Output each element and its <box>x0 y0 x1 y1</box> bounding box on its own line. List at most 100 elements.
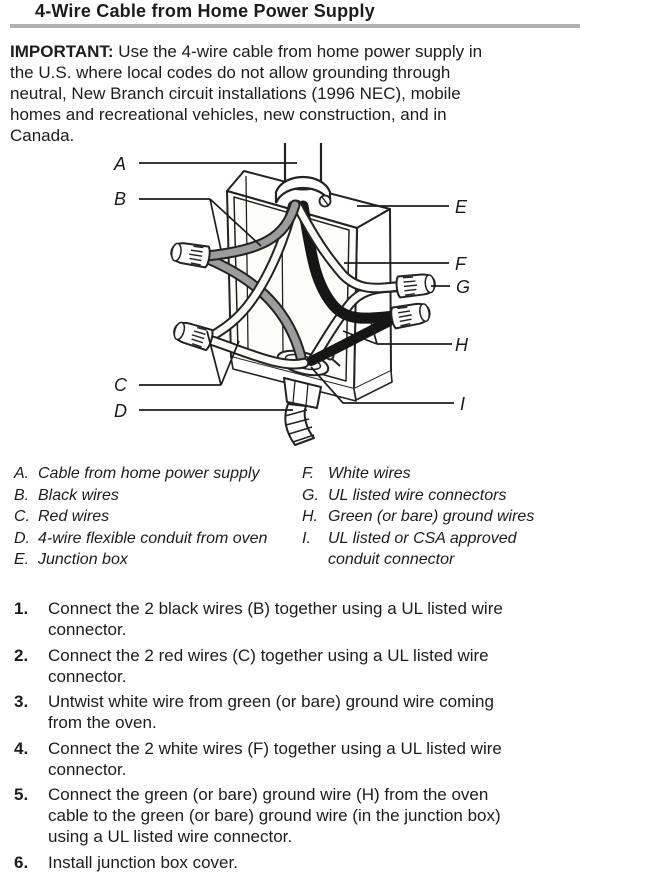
intro-line: homes and recreational vehicles, new con… <box>10 105 447 124</box>
legend-key: H. <box>302 508 318 525</box>
step-line: Install junction box cover. <box>48 852 238 872</box>
diagram-legend: A. Cable from home power supply B. Black… <box>14 463 642 571</box>
leader-i <box>310 366 454 404</box>
intro-line: neutral, New Branch circuit installation… <box>10 84 461 103</box>
legend-text: Junction box <box>38 549 302 571</box>
legend-item-f: F. White wires <box>302 463 642 485</box>
wire-nut-upper-left <box>170 242 211 269</box>
legend-text: Black wires <box>38 485 302 507</box>
step-number: 4. <box>14 738 29 758</box>
legend-text: UL listed or CSA approved conduit connec… <box>328 528 642 571</box>
step-text: Connect the 2 white wires (F) together u… <box>48 738 620 780</box>
conduit-ribs <box>284 409 315 443</box>
step-text: Untwist white wire from green (or bare) … <box>48 691 620 733</box>
step-text: Connect the 2 black wires (B) together u… <box>48 598 620 640</box>
legend-item-e: E. Junction box <box>14 549 302 571</box>
callout-leader-lines <box>139 162 454 411</box>
legend-text: UL listed wire connectors <box>328 485 642 507</box>
step-text: Install junction box cover. <box>48 852 620 873</box>
step-text: Connect the 2 red wires (C) together usi… <box>48 645 620 687</box>
intro-line: Use the 4-wire cable from home power sup… <box>118 42 483 61</box>
callout-h: H <box>455 335 469 355</box>
legend-text: Red wires <box>38 506 302 528</box>
wire-nut-lower-right <box>390 302 431 330</box>
legend-item-g: G. UL listed wire connectors <box>302 485 642 507</box>
callout-c: C <box>114 375 128 395</box>
legend-key: C. <box>14 508 30 525</box>
step-line: Connect the green (or bare) ground wire … <box>48 785 489 804</box>
legend-line: UL listed wire connectors <box>328 486 507 504</box>
legend-key: A. <box>14 465 30 482</box>
callout-e: E <box>455 197 468 217</box>
step-4: 4. Connect the 2 white wires (F) togethe… <box>14 738 620 780</box>
legend-item-c: C. Red wires <box>14 506 302 528</box>
callout-a: A <box>113 154 126 174</box>
step-line: connector. <box>48 620 127 639</box>
step-line: Connect the 2 white wires (F) together u… <box>48 738 502 758</box>
legend-text: Cable from home power supply <box>38 463 302 485</box>
leader-b <box>139 198 262 251</box>
legend-column-right: F. White wires G. UL listed wire connect… <box>302 463 642 571</box>
legend-item-b: B. Black wires <box>14 485 302 507</box>
legend-line: conduit connector <box>328 551 455 568</box>
black-wire-from-power <box>201 199 301 262</box>
instruction-steps: 1. Connect the 2 black wires (B) togethe… <box>14 598 620 877</box>
legend-item-h: H. Green (or bare) ground wires <box>302 506 642 528</box>
step-number: 6. <box>14 852 29 872</box>
red-wire-from-power <box>199 200 299 346</box>
conduit-connector-facets <box>292 380 309 407</box>
wire-nut-lower-left <box>173 321 214 352</box>
legend-line: UL listed or CSA approved <box>328 529 517 547</box>
legend-line: White wires <box>328 465 411 482</box>
legend-text: Green (or bare) ground wires <box>328 506 642 528</box>
step-6: 6. Install junction box cover. <box>14 852 620 873</box>
wires <box>199 199 408 370</box>
ground-wire-from-power <box>297 200 400 324</box>
legend-line: Black wires <box>38 486 119 504</box>
step-number: 5. <box>14 785 29 804</box>
legend-item-i: I. UL listed or CSA approved conduit con… <box>302 528 642 571</box>
step-line: using a UL listed wire connector. <box>48 827 293 846</box>
wire-nut-connectors <box>170 242 436 352</box>
ground-wire-from-oven <box>306 317 393 366</box>
step-1: 1. Connect the 2 black wires (B) togethe… <box>14 598 620 640</box>
wire-nut-upper-right <box>395 273 436 299</box>
callout-b: B <box>114 189 126 209</box>
title-divider <box>10 24 580 28</box>
callout-g: G <box>456 277 470 297</box>
step-line: Connect the 2 red wires (C) together usi… <box>48 645 489 665</box>
legend-item-d: D. 4-wire flexible conduit from oven <box>14 528 302 550</box>
step-number: 2. <box>14 645 29 665</box>
step-text: Connect the green (or bare) ground wire … <box>48 784 620 847</box>
step-2: 2. Connect the 2 red wires (C) together … <box>14 645 620 687</box>
black-wire-from-oven <box>202 253 307 363</box>
legend-item-a: A. Cable from home power supply <box>14 463 302 485</box>
red-wire-from-oven <box>204 334 310 370</box>
step-line: Connect the 2 black wires (B) together u… <box>48 599 503 618</box>
step-3: 3. Untwist white wire from green (or bar… <box>14 691 620 733</box>
intro-line: the U.S. where local codes do not allow … <box>10 63 451 82</box>
legend-line: 4-wire flexible conduit from oven <box>38 529 268 547</box>
legend-line: Red wires <box>38 508 110 525</box>
step-5: 5. Connect the green (or bare) ground wi… <box>14 784 620 847</box>
important-paragraph: IMPORTANT: Use the 4-wire cable from hom… <box>10 41 605 146</box>
legend-line: Green (or bare) ground wires <box>328 508 535 525</box>
legend-column-left: A. Cable from home power supply B. Black… <box>14 463 302 571</box>
legend-line: Junction box <box>38 551 128 568</box>
step-line: connector. <box>48 666 127 686</box>
callout-d: D <box>114 401 127 421</box>
callout-f: F <box>455 254 467 274</box>
box-bottom-right-sliver <box>353 370 393 401</box>
leader-h <box>342 318 452 345</box>
step-line: connector. <box>48 759 127 779</box>
legend-key: B. <box>14 486 30 504</box>
legend-line: Cable from home power supply <box>38 465 260 482</box>
legend-key: D. <box>14 529 30 547</box>
white-wire-from-power <box>291 199 407 294</box>
legend-key: E. <box>14 551 30 568</box>
step-line: from the oven. <box>48 713 157 732</box>
callout-letters: A B C D E F G H I <box>113 154 470 421</box>
page-title: 4-Wire Cable from Home Power Supply <box>35 1 375 21</box>
legend-key: F. <box>302 465 315 482</box>
